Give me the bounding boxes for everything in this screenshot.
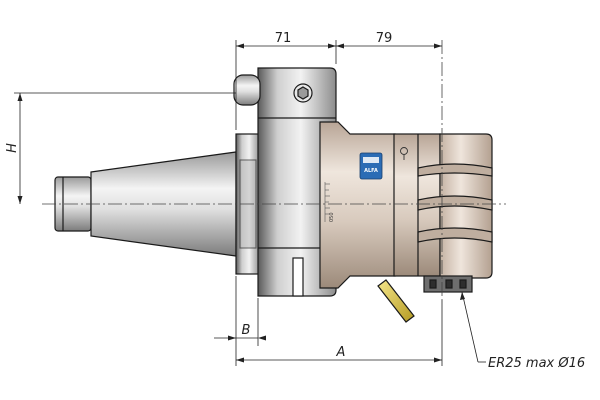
- collet-spec-label: ER25 max Ø16: [488, 356, 585, 371]
- cutting-tool: [377, 279, 415, 323]
- dim-79-label: 79: [376, 31, 393, 46]
- dimension-b: B: [214, 276, 266, 366]
- dim-a-label: A: [336, 345, 346, 360]
- graduated-scale: 050: [324, 182, 335, 222]
- coolant-stud: [233, 74, 261, 106]
- logo-text: ALFA: [364, 168, 378, 174]
- orientation-mark-icon: [400, 147, 408, 160]
- scale-label: 050: [329, 212, 335, 222]
- dimension-71: 71 79: [235, 31, 442, 130]
- dim-71-label: 71: [275, 31, 292, 46]
- flange-main-block: [257, 67, 337, 297]
- collet-callout: ER25 max Ø16: [460, 291, 585, 371]
- dim-b-label: B: [242, 323, 251, 338]
- dimension-h: H: [5, 92, 236, 204]
- angle-head-body: [319, 121, 493, 323]
- dimension-a: A: [236, 300, 443, 366]
- housing: [319, 121, 396, 289]
- drive-slot: [292, 257, 304, 297]
- dim-h-label: H: [5, 143, 20, 153]
- brand-logo: ALFA: [359, 152, 383, 180]
